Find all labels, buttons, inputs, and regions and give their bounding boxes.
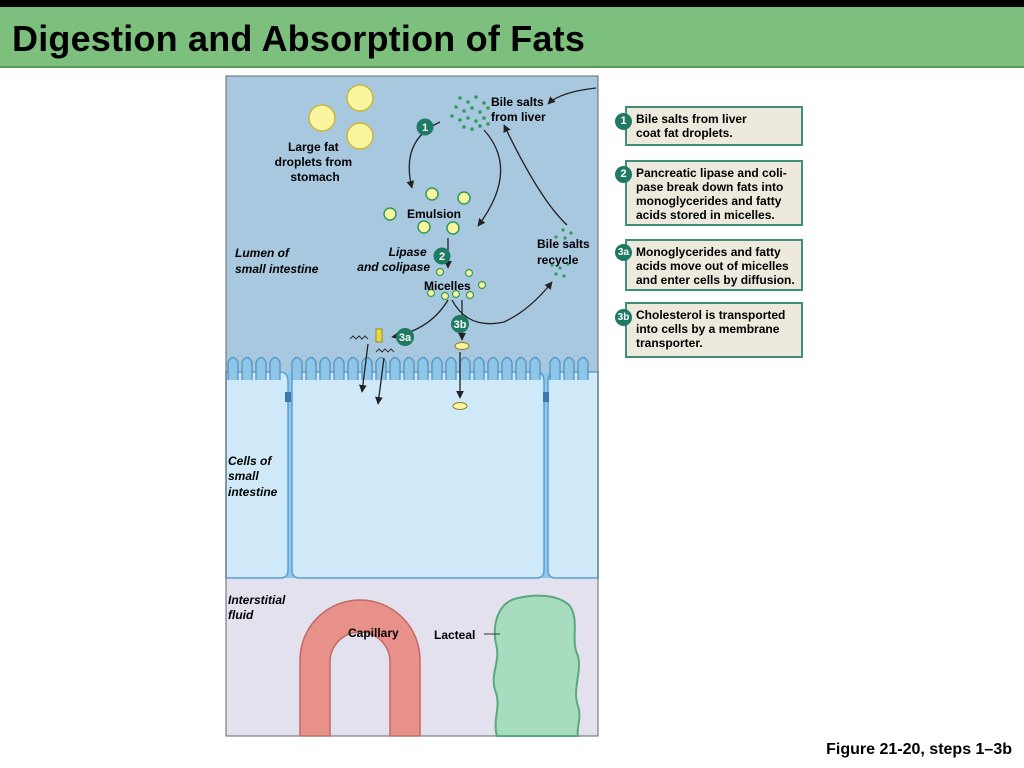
pathway-arrows [359,87,597,405]
cell-right [547,371,599,579]
legend-step-3b: Cholesterol is transported into cells by… [625,302,803,358]
legend-step-2: Pancreatic lipase and coli- pase break d… [625,160,803,226]
step-badge-2: 2 [433,247,451,265]
label-micelles: Micelles [424,279,471,293]
label-lumen: Lumen of small intestine [235,246,319,276]
legend-text-1: Bile salts from liver coat fat droplets. [636,112,747,140]
label-emulsion: Emulsion [407,207,461,221]
cell-left [225,371,289,579]
cell-center [291,371,545,579]
label-lipase: Lipase and colipase [357,245,430,274]
bile-salt-cluster [450,95,490,131]
step-badge-3b: 3b [451,315,469,333]
svg-text:1: 1 [422,122,428,134]
micelles [426,267,487,301]
title-band: Digestion and Absorption of Fats [0,7,1024,68]
recycled-bile-salts [550,228,573,278]
label-interstitial: Interstitial fluid [228,593,289,622]
microvilli [227,356,589,380]
step-badge-1: 1 [416,118,434,136]
lumen-region [226,76,598,376]
absorbed-molecules [349,328,470,410]
legend-badge-2: 2 [615,166,632,183]
label-capillary: Capillary [348,626,399,640]
svg-text:3a: 3a [399,332,412,344]
legend-text-3b: Cholesterol is transported into cells by… [636,308,786,350]
label-cells: Cells of small intestine [228,454,278,499]
legend-badge-1: 1 [615,113,632,130]
emulsion-droplets [383,187,471,235]
legend-step-3a: Monoglycerides and fatty acids move out … [625,239,803,291]
large-fat-droplets [308,84,374,150]
capillary [299,599,421,737]
legend-text-3a: Monoglycerides and fatty acids move out … [636,245,795,287]
legend-badge-3b: 3b [615,309,632,326]
label-large-fat: Large fat droplets from stomach [275,140,356,184]
page-title: Digestion and Absorption of Fats [12,18,586,59]
top-bar [0,0,1024,7]
step-badge-3a: 3a [396,328,414,346]
legend-badge-3a: 3a [615,244,632,261]
svg-text:2: 2 [439,251,445,263]
label-bile-salts-liver: Bile salts from liver [491,95,547,124]
svg-text:3b: 3b [454,319,467,331]
tight-junction-right [543,392,549,402]
lacteal [492,594,581,737]
tight-junction-left [285,392,291,402]
intestinal-cells [225,356,599,579]
label-lacteal: Lacteal [434,628,475,642]
legend-text-2: Pancreatic lipase and coli- pase break d… [636,166,787,222]
figure-caption: Figure 21-20, steps 1–3b [826,741,1012,758]
legend-step-1: Bile salts from liver coat fat droplets. [625,106,803,146]
label-bile-recycle: Bile salts recycle [537,237,593,267]
